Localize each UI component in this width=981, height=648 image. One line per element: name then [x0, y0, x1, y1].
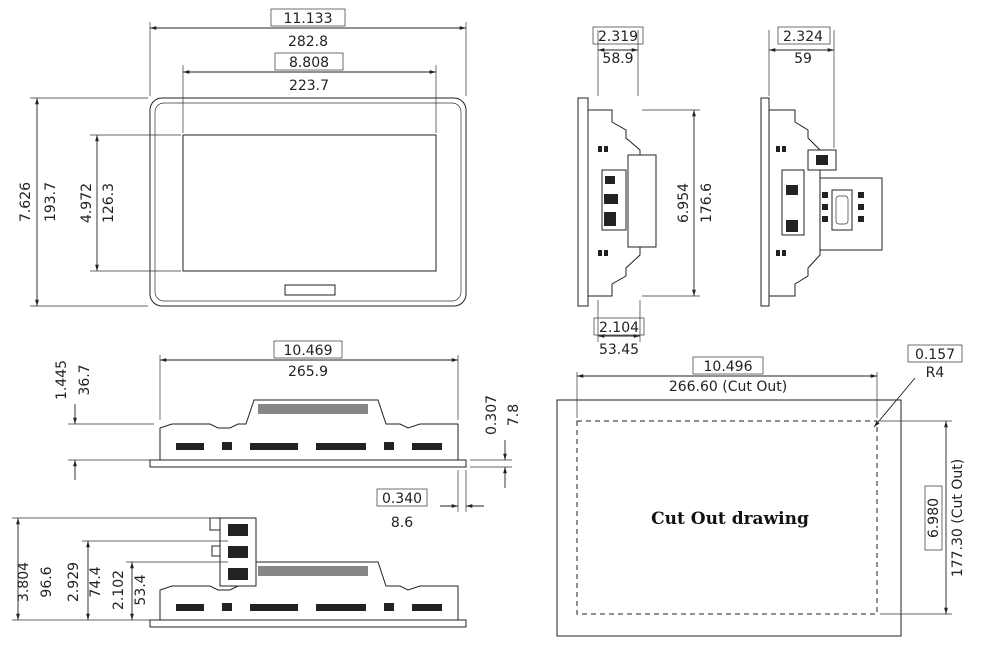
- bottom2-bezel: [149, 619, 467, 628]
- cutout-panel: [556, 399, 902, 637]
- side1-depth-mm: 58.9: [602, 51, 633, 67]
- side2-depth-in: 2.324: [783, 29, 823, 45]
- bottom1-rim-mm: 7.8: [506, 404, 522, 426]
- side1-bezel: [577, 97, 589, 307]
- bottom1-housing: [159, 399, 459, 461]
- side1-base-mm: 53.45: [599, 342, 639, 358]
- front-view: 11.133 282.8 8.808 223.7 7.626 193.7 4.9…: [18, 8, 467, 307]
- side2-bezel: [760, 97, 770, 307]
- screen-width-in: 8.808: [289, 55, 329, 71]
- screen-width-mm: 223.7: [289, 78, 329, 94]
- bottom1-height-in: 1.445: [54, 360, 70, 400]
- bottom2-c-in: 2.102: [111, 570, 127, 610]
- side2-depth-mm: 59: [794, 51, 812, 67]
- bottom1-bezel: [149, 459, 467, 468]
- bottom2-a-in: 3.804: [16, 562, 32, 602]
- front-screen: [182, 134, 437, 272]
- bottom1-width-in: 10.469: [284, 343, 333, 359]
- bottom1-flange-mm: 8.6: [391, 515, 413, 531]
- front-width-mm: 282.8: [288, 34, 328, 50]
- side1-base-in: 2.104: [599, 320, 639, 336]
- bottom1-flange-in: 0.340: [382, 491, 422, 507]
- bottom1-rim-in: 0.307: [484, 395, 500, 435]
- front-width-in: 11.133: [284, 11, 333, 27]
- cutout-width-in: 10.496: [704, 359, 753, 375]
- side1-depth-in: 2.319: [598, 29, 638, 45]
- side-view-1: 2.319 58.9 6.954 176.6 2.104 53.45: [577, 26, 715, 358]
- side1-height-in: 6.954: [676, 183, 692, 223]
- bottom2-c-mm: 53.4: [133, 574, 149, 605]
- front-height-mm: 193.7: [43, 182, 59, 222]
- cutout-title: Cut Out drawing: [651, 509, 809, 529]
- bottom-view-2: 3.804 96.6 2.929 74.4 2.102 53.4: [12, 517, 467, 628]
- cutout-radius-in: 0.157: [915, 347, 955, 363]
- bottom1-width-mm: 265.9: [288, 364, 328, 380]
- screen-height-mm: 126.3: [101, 183, 117, 223]
- bottom1-vents: [176, 404, 442, 450]
- side1-height-mm: 176.6: [699, 183, 715, 223]
- front-logo-plate: [284, 284, 336, 296]
- front-height-in: 7.626: [18, 182, 34, 222]
- cutout-height-in: 6.980: [926, 498, 942, 538]
- cutout-drawing: 10.496 266.60 (Cut Out) 0.157 R4 6.980 1…: [556, 344, 966, 637]
- cutout-outline: [576, 420, 878, 615]
- bottom2-a-mm: 96.6: [39, 566, 55, 597]
- cutout-width-mm: 266.60 (Cut Out): [669, 379, 787, 395]
- cutout-radius-mm: R4: [926, 365, 945, 381]
- bottom1-height-mm: 36.7: [77, 364, 93, 395]
- cutout-height-mm: 177.30 (Cut Out): [950, 459, 966, 577]
- bottom2-b-in: 2.929: [66, 562, 82, 602]
- screen-height-in: 4.972: [79, 183, 95, 223]
- bottom2-b-mm: 74.4: [88, 566, 104, 597]
- bottom-view-1: 10.469 265.9 1.445 36.7 0.307 7.8 0.340 …: [54, 340, 522, 531]
- bottom2-vents: [176, 566, 442, 611]
- side-view-2: 2.324 59: [760, 26, 883, 307]
